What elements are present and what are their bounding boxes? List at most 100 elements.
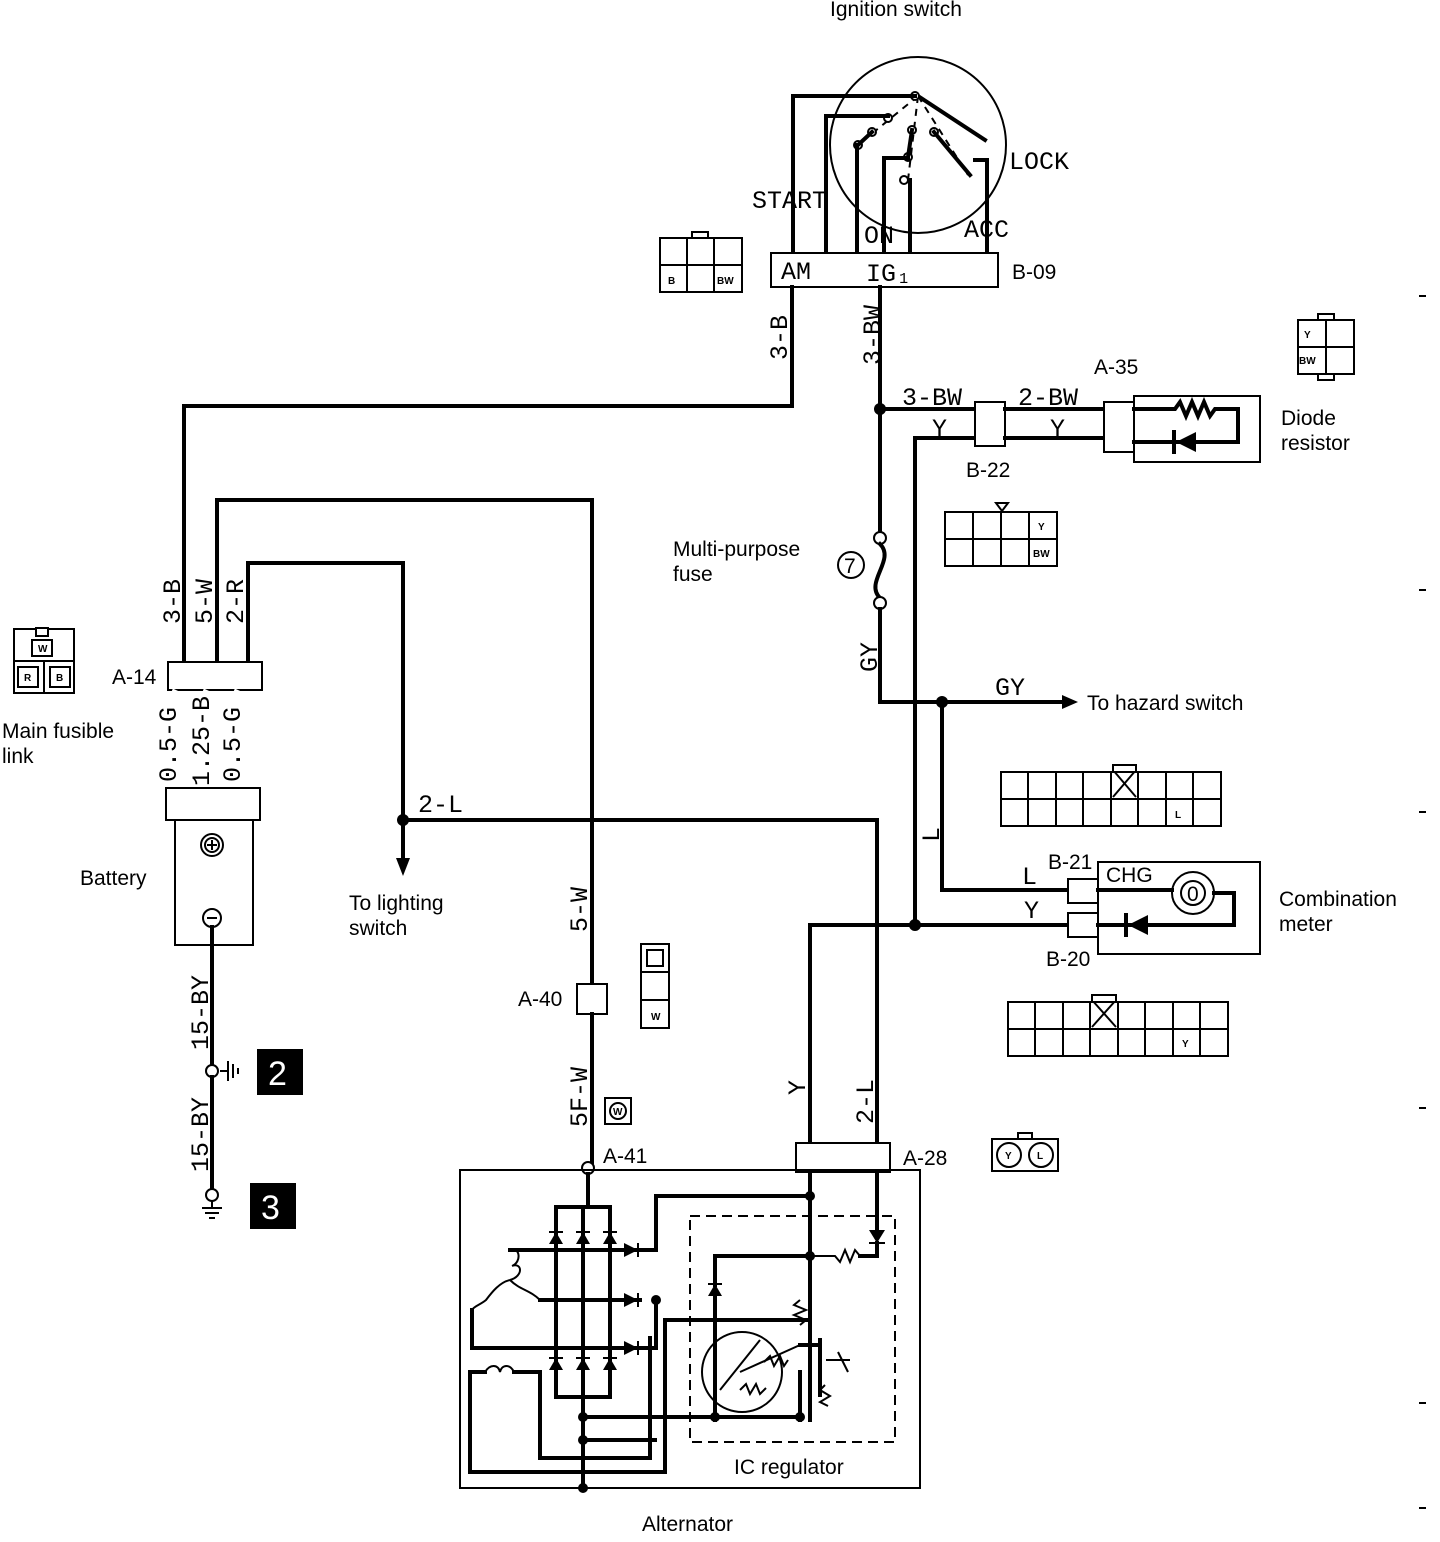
multi-purpose-fuse — [873, 531, 887, 610]
battery-label: Battery — [80, 867, 147, 890]
wire-5fw-label: 5F-W — [566, 1067, 595, 1127]
main-fusible-link-label-1: Main fusible — [2, 720, 114, 743]
ignition-dashed-link-2 — [917, 95, 969, 176]
diode-resistor — [1132, 395, 1261, 463]
wire-l-label: L — [918, 827, 947, 842]
b20-label: B-20 — [1046, 948, 1090, 971]
a35-connector — [1103, 401, 1135, 453]
ignition-switch: Ignition switch START LOCK ON ACC AM IG₁… — [659, 0, 1069, 293]
a41-pinout-icon: W — [604, 1097, 632, 1125]
to-lighting-label-1: To lighting — [349, 892, 444, 915]
wire-15by-b-label: 15-BY — [187, 1097, 216, 1172]
wire-y1-label: Y — [932, 415, 947, 444]
ignition-dashed-link-3 — [907, 95, 919, 181]
wire-y-return — [913, 436, 977, 927]
wire-5w — [215, 498, 594, 986]
wire-y-meter-label: Y — [1024, 897, 1039, 926]
am-lead — [824, 114, 890, 254]
b21-label: B-21 — [1048, 851, 1092, 874]
b21-connector — [1067, 878, 1099, 904]
wire-l — [940, 700, 1070, 892]
wire-2bw-label: 2-BW — [1018, 384, 1078, 413]
to-hazard-switch-label: To hazard switch — [1087, 692, 1243, 715]
wire-5w-v-label: 5-W — [566, 887, 595, 932]
ignition-switch-housing — [829, 56, 1007, 234]
a40-label: A-40 — [518, 988, 562, 1011]
ground-point-2-label: 2 — [268, 1055, 287, 1093]
wire-05g-b-label: 0.5-G — [219, 707, 248, 782]
chg-label: CHG — [1106, 864, 1153, 887]
pin-y: Y — [1304, 330, 1311, 341]
acc-lead — [973, 158, 989, 254]
wire-y-alt-label: Y — [784, 1080, 813, 1095]
wire-gy-v-label: GY — [856, 642, 885, 672]
arrow-to-lighting — [396, 858, 410, 876]
ic-regulator-box — [689, 1215, 896, 1443]
am-terminal-label: AM — [781, 258, 811, 287]
a40-pinout-icon: W — [640, 943, 670, 1029]
acc-label: ACC — [964, 216, 1009, 245]
wire-3bw-top-label: 3-BW — [859, 305, 888, 365]
pin-l: L — [1175, 810, 1181, 821]
a28-connector — [795, 1142, 891, 1173]
wire-5w-label: 5-W — [191, 579, 220, 624]
pin-y: Y — [1005, 1151, 1012, 1162]
wire-125b-label: 1.25-B — [188, 696, 217, 786]
pin-y: Y — [1038, 522, 1045, 533]
wire-2r-label: 2-R — [222, 579, 251, 624]
lock-label: LOCK — [1009, 148, 1069, 177]
pin-b: B — [668, 276, 675, 287]
b09-pinout-icon: B BW — [659, 231, 743, 293]
diode-resistor-label-2: resistor — [1281, 432, 1350, 455]
wire-gy — [878, 607, 1067, 704]
b09-connector — [770, 252, 999, 288]
wire-3b-label: 3-B — [159, 579, 188, 624]
pin-r: R — [24, 673, 32, 684]
ignition-rotor-arm — [915, 93, 988, 143]
ground-2-icon — [220, 1061, 239, 1081]
pin-bw: BW — [717, 276, 734, 287]
ground-point-3-label: 3 — [261, 1189, 280, 1227]
b22-label: B-22 — [966, 459, 1010, 482]
ignition-wiper — [931, 129, 973, 178]
wire-l-meter-label: L — [1022, 863, 1037, 892]
pin-bw: BW — [1299, 356, 1316, 367]
pin-w: W — [38, 644, 48, 655]
page-edge-ticks — [1419, 295, 1426, 1509]
ic-regulator-label: IC regulator — [734, 1456, 844, 1479]
wire-2l-label: 2-L — [418, 791, 463, 820]
ground-3-icon — [202, 1201, 222, 1219]
fusible-links — [169, 688, 245, 791]
a14-pinout-icon: W R B — [13, 627, 75, 694]
a35-pinout-icon: Y BW — [1297, 313, 1355, 381]
chg-lamp-glyph: 0 — [1187, 883, 1199, 906]
pin-w: W — [613, 1107, 623, 1118]
a40-connector — [576, 983, 608, 1015]
a35-label: A-35 — [1094, 356, 1138, 379]
wire-y-alt — [808, 923, 917, 1145]
a14-connector — [167, 661, 263, 691]
ground-eyelet-3 — [205, 1188, 219, 1202]
wire-3b-top-label: 3-B — [766, 315, 795, 360]
b20-connector — [1067, 912, 1099, 938]
to-lighting-label-2: switch — [349, 917, 407, 940]
wire-2l-alt-label: 2-L — [852, 1079, 881, 1124]
on-lead — [882, 156, 910, 254]
b21-pinout-icon: L — [1000, 764, 1222, 827]
ignition-contact — [899, 175, 909, 185]
a14-label: A-14 — [112, 666, 157, 689]
fuse-label-2: fuse — [673, 563, 713, 586]
start-terminal-wire — [791, 94, 917, 254]
ig1-terminal-label: IG₁ — [866, 260, 911, 289]
wire-3b — [182, 285, 794, 666]
wire-3bw-h-label: 3-BW — [902, 384, 962, 413]
wire-15by-a-label: 15-BY — [187, 975, 216, 1050]
battery-terminal-block — [165, 787, 261, 821]
pin-l: L — [1037, 1151, 1043, 1162]
battery-positive-inner — [204, 837, 220, 853]
b22-pinout-icon: Y BW — [944, 502, 1058, 567]
a41-label: A-41 — [603, 1145, 647, 1168]
battery — [174, 819, 254, 946]
wire-2l — [401, 818, 879, 1145]
